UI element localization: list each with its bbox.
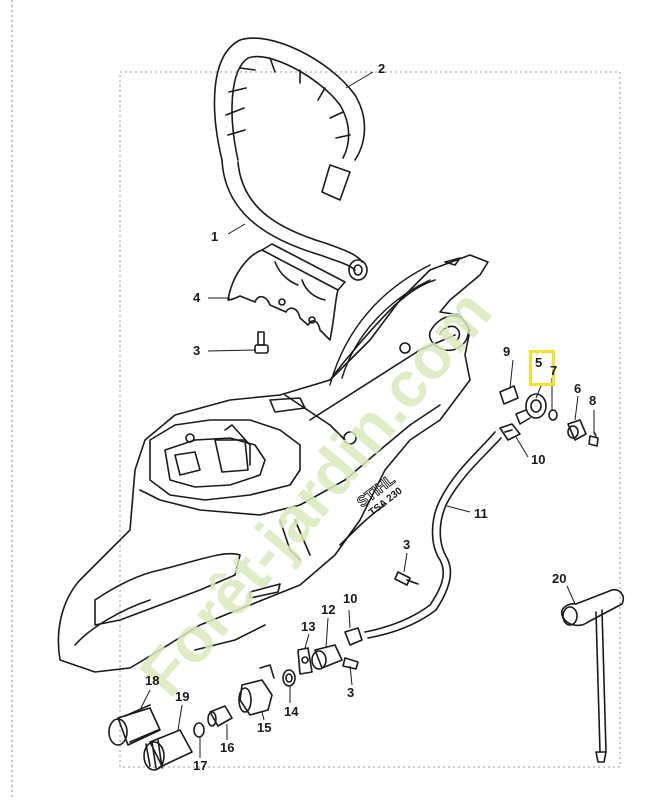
label-part-19: 19 (175, 689, 190, 704)
screw-part-mid (394, 571, 419, 586)
hose-part-11 (364, 431, 502, 639)
bracket-part-13 (297, 647, 313, 675)
screw-part-8 (588, 431, 599, 447)
elbow-fitting-part-5 (515, 393, 547, 425)
label-part-15: 15 (257, 720, 272, 735)
label-part-7: 7 (550, 363, 558, 378)
label-part-17: 17 (193, 758, 208, 773)
front-handle-grip-part (213, 37, 366, 201)
o-ring-part-17 (193, 722, 205, 738)
handle-tube-part (221, 159, 368, 281)
frame-dotted (119, 71, 621, 768)
screw-part-low (342, 657, 359, 670)
connector-part-10-upper (499, 423, 521, 441)
coupling-part-12 (311, 644, 343, 670)
label-part-10-lower: 10 (343, 591, 358, 606)
label-part-10-upper: 10 (531, 452, 546, 467)
label-part-9: 9 (503, 344, 511, 359)
label-part-2: 2 (378, 61, 386, 76)
leader-lines (139, 71, 595, 758)
highlight-part-5-box (529, 350, 555, 386)
label-part-11: 11 (474, 506, 488, 521)
label-part-13: 13 (301, 619, 316, 634)
connector-part-10-lower (344, 627, 363, 646)
label-part-16: 16 (220, 740, 235, 755)
label-part-3-top: 3 (193, 343, 201, 358)
label-part-3-mid: 3 (403, 537, 411, 552)
blade-guard-arc (329, 257, 461, 386)
label-part-14: 14 (284, 704, 299, 719)
clamp-part (227, 243, 346, 341)
quick-coupler-part-19 (143, 729, 193, 771)
label-part-20: 20 (552, 571, 567, 586)
label-part-4: 4 (193, 290, 201, 305)
washer-part-14 (282, 669, 296, 687)
label-part-1: 1 (211, 229, 219, 244)
label-part-18: 18 (145, 673, 160, 688)
label-part-12: 12 (321, 602, 336, 617)
label-part-8: 8 (589, 393, 597, 408)
saw-housing-body (57, 254, 489, 673)
o-ring-part-7 (548, 409, 558, 421)
nut-part-9 (499, 385, 519, 405)
fitting-part-16 (207, 705, 233, 727)
nozzle-part-6 (567, 419, 587, 441)
label-part-3-low: 3 (347, 685, 355, 700)
screw-part-top (254, 331, 269, 354)
quick-coupler-part-18 (108, 704, 161, 746)
label-part-5: 5 (535, 355, 543, 370)
t-wrench-part-20 (560, 588, 625, 763)
label-part-6: 6 (574, 381, 582, 396)
watermark-text: Forêt-jardin.com (126, 276, 506, 709)
valve-part-15 (238, 664, 275, 716)
